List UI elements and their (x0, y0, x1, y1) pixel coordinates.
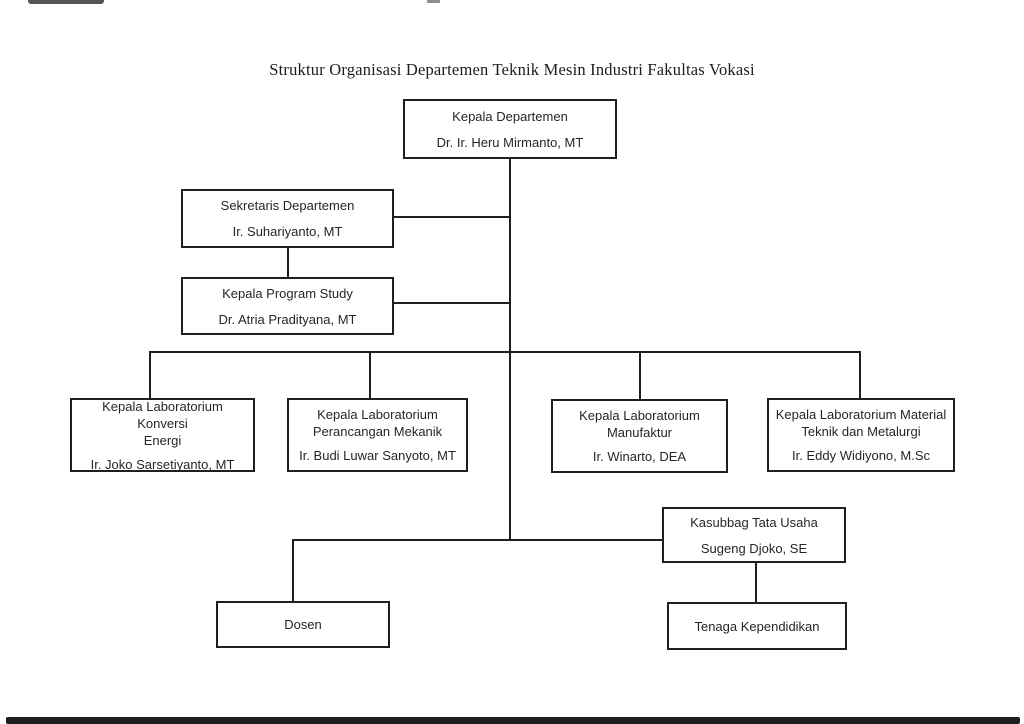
connector-sekretaris-line (394, 216, 510, 218)
node-role: Kepala Laboratorium Konversi Energi (102, 398, 223, 448)
connector-trunk-line (509, 159, 511, 540)
node-role: Kepala Departemen (452, 108, 568, 124)
node-dosen: Dosen (216, 601, 390, 648)
connector-tendik-line (755, 563, 757, 602)
node-lab-material-metalurgi: Kepala Laboratorium Material Teknik dan … (767, 398, 955, 472)
scan-artifact-top-mid (427, 0, 440, 3)
connector-lab-konversi-line (149, 351, 151, 398)
node-person-name: Ir. Winarto, DEA (592, 449, 687, 464)
node-role: Kepala Laboratorium Material Teknik dan … (775, 407, 947, 439)
node-person-name: Ir. Eddy Widiyono, M.Sc (792, 448, 930, 463)
connector-lab-material-line (859, 351, 861, 398)
node-tenaga-kependidikan: Tenaga Kependidikan (667, 602, 847, 650)
node-role: Kepala Laboratorium Manufaktur (579, 408, 700, 440)
scan-artifact-bottom (6, 717, 1020, 724)
connector-kaprodi-line (394, 302, 510, 304)
node-role: Kepala Program Study (222, 285, 353, 301)
node-person-name: Dr. Ir. Heru Mirmanto, MT (436, 134, 584, 150)
page-title: Struktur Organisasi Departemen Teknik Me… (269, 60, 755, 79)
node-kepala-program-study: Kepala Program Study Dr. Atria Pradityan… (181, 277, 394, 335)
connector-lab-manufaktur-line (639, 351, 641, 400)
connector-lab-perancangan-line (369, 351, 371, 399)
scan-artifact-top-left (28, 0, 104, 4)
connector-sekretaris-kaprodi-line (287, 248, 289, 277)
node-person-name: Dr. Atria Pradityana, MT (218, 311, 357, 327)
node-person-name: Ir. Budi Luwar Sanyoto, MT (299, 448, 456, 463)
node-person-name: Ir. Joko Sarsetiyanto, MT (90, 456, 235, 472)
node-role: Kasubbag Tata Usaha (690, 514, 818, 530)
node-role: Dosen (284, 617, 322, 632)
node-role: Kepala Laboratorium Perancangan Mekanik (312, 407, 443, 439)
node-lab-perancangan-mekanik: Kepala Laboratorium Perancangan Mekanik … (287, 398, 468, 472)
connector-bottom-row-line (292, 539, 664, 541)
node-person-name: Sugeng Djoko, SE (700, 540, 808, 556)
connector-dosen-line (292, 539, 294, 601)
node-kasubbag-tata-usaha: Kasubbag Tata Usaha Sugeng Djoko, SE (662, 507, 846, 563)
node-role: Tenaga Kependidikan (694, 618, 820, 634)
node-lab-konversi-energi: Kepala Laboratorium Konversi Energi Ir. … (70, 398, 255, 472)
node-role: Sekretaris Departemen (220, 198, 355, 213)
node-lab-manufaktur: Kepala Laboratorium Manufaktur Ir. Winar… (551, 399, 728, 473)
node-kepala-departemen: Kepala Departemen Dr. Ir. Heru Mirmanto,… (403, 99, 617, 159)
connector-lab-row-line (149, 351, 861, 353)
node-person-name: Ir. Suhariyanto, MT (232, 224, 343, 239)
node-sekretaris-departemen: Sekretaris Departemen Ir. Suhariyanto, M… (181, 189, 394, 248)
